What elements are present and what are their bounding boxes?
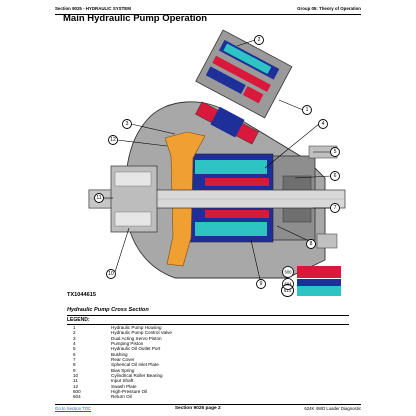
svg-text:4: 4 [322,121,325,127]
legend-row: 2 Hydraulic Pump Control Valve [67,330,349,335]
section-toc-link[interactable]: Go to Section TOC [55,406,92,411]
callout-11: 11 [94,193,113,203]
svg-text:8: 8 [310,241,313,247]
svg-text:6: 6 [334,173,337,179]
callout-9: 9 [250,239,266,289]
legend-number: 8 [73,362,76,368]
svg-text:12: 12 [110,137,116,143]
callout-2: 2 [236,35,264,47]
pump-cross-section-figure: 1 2 3 4 5 6 7 8 9 10 11 12 600 604 [88,29,346,290]
legend-label: Spherical Oil Inlet Plate [111,362,159,368]
legend-row: 4 Pumping Piston [67,341,349,346]
header-group: Group 05: Theory of Operation [297,6,361,11]
figure-caption: Hydraulic Pump Cross Section [67,307,149,313]
legend-header: LEGEND: [67,315,349,325]
header-section: Section 9025 - HYDRAULIC SYSTEM [55,6,131,11]
legend-row: 1 Hydraulic Pump Housing [67,325,349,330]
legend-label: Hydraulic Pump Control Valve [111,330,172,336]
legend-row: 3 Dual Acting Servo Piston [67,336,349,341]
legend-label: Cylindrical Roller Bearing [111,373,163,379]
legend-label: Return Oil [111,394,132,400]
legend-number: 2 [73,330,76,336]
svg-text:3: 3 [126,121,129,127]
manual-page: Section 9025 - HYDRAULIC SYSTEM Group 05… [55,0,361,416]
legend-label: Hydraulic Pump Housing [111,325,162,330]
legend-number: 10 [73,373,79,379]
legend-row: 600 High-Pressure Oil [67,389,349,394]
legend-label: Bushing [111,351,128,357]
legend-label: Dual Acting Servo Piston [111,335,162,341]
svg-text:11: 11 [96,195,101,201]
callout-4: 4 [264,119,328,169]
legend-number: 5 [73,346,76,352]
legend-row: 6 Bushing [67,352,349,357]
footer-manual-title: 624K 4WD Loader Diagnostic [304,406,361,411]
legend-number: 600 [73,389,81,395]
control-valve-body [195,29,293,119]
svg-text:600: 600 [285,270,293,275]
callout-1: 1 [278,99,312,115]
callout-12: 12 [108,135,168,147]
svg-text:9: 9 [260,281,263,287]
legend-rows: 1 Hydraulic Pump Housing 2 Hydraulic Pump C… [67,325,349,400]
legend-number: 3 [73,335,76,341]
legend-row: 11 Input Shaft [67,378,349,383]
callout-10: 10 [106,227,130,279]
legend-number: 6 [73,351,76,357]
legend-row: 604 Return Oil [67,394,349,399]
page-header: Section 9025 - HYDRAULIC SYSTEM Group 05… [55,6,361,14]
footer-page-label: Section 9025 page 2 [174,406,221,411]
legend-label: Rear Cover [111,357,135,363]
legend-row: 8 Spherical Oil Inlet Plate [67,362,349,367]
svg-text:1: 1 [306,107,309,113]
callout-5: 5 [313,147,340,157]
legend-label: High-Pressure Oil [111,389,148,395]
svg-text:2: 2 [258,37,261,43]
header-divider [55,14,361,15]
legend-row: 7 Rear Cover [67,357,349,362]
footer-divider [55,404,361,405]
legend-row: 5 Hydraulic Oil Outlet Port [67,346,349,351]
page-footer: Go to Section TOC Section 9025 page 2 62… [55,406,361,411]
legend-row: 9 Bias Spring [67,368,349,373]
legend-number: 9 [73,367,76,373]
legend-label: Pumping Piston [111,341,144,347]
callout-7: 7 [313,203,340,213]
callout-8: 8 [276,225,316,249]
callout-3: 3 [122,119,176,135]
oil-code-600: 600 [282,266,341,278]
svg-text:10: 10 [108,271,114,277]
svg-text:5: 5 [334,149,337,155]
legend-label: Swash Plate [111,383,137,389]
figure-id: TX1044615 [67,292,96,298]
oil-code-614-number: 614 [281,284,294,297]
legend-number: 1 [73,325,76,330]
legend-row: 10 Cylindrical Roller Bearing [67,373,349,378]
legend-row: 12 Swash Plate [67,384,349,389]
legend-label: Hydraulic Oil Outlet Port [111,346,161,352]
callout-6: 6 [294,171,340,181]
legend-number: 4 [73,341,76,347]
callout-markers: 1 2 3 4 5 6 7 8 9 10 11 12 [94,35,340,289]
oil-code-614: 614 [281,284,341,297]
svg-text:7: 7 [334,205,337,211]
page-title: Main Hydraulic Pump Operation [63,13,208,24]
legend-label: Bias Spring [111,367,135,373]
legend-number: 12 [73,383,79,389]
legend-label: Input Shaft [111,378,134,384]
legend-number: 604 [73,394,81,400]
legend-number: 7 [73,357,76,363]
legend-number: 11 [73,378,78,384]
oil-code-614-swatch [297,285,341,296]
